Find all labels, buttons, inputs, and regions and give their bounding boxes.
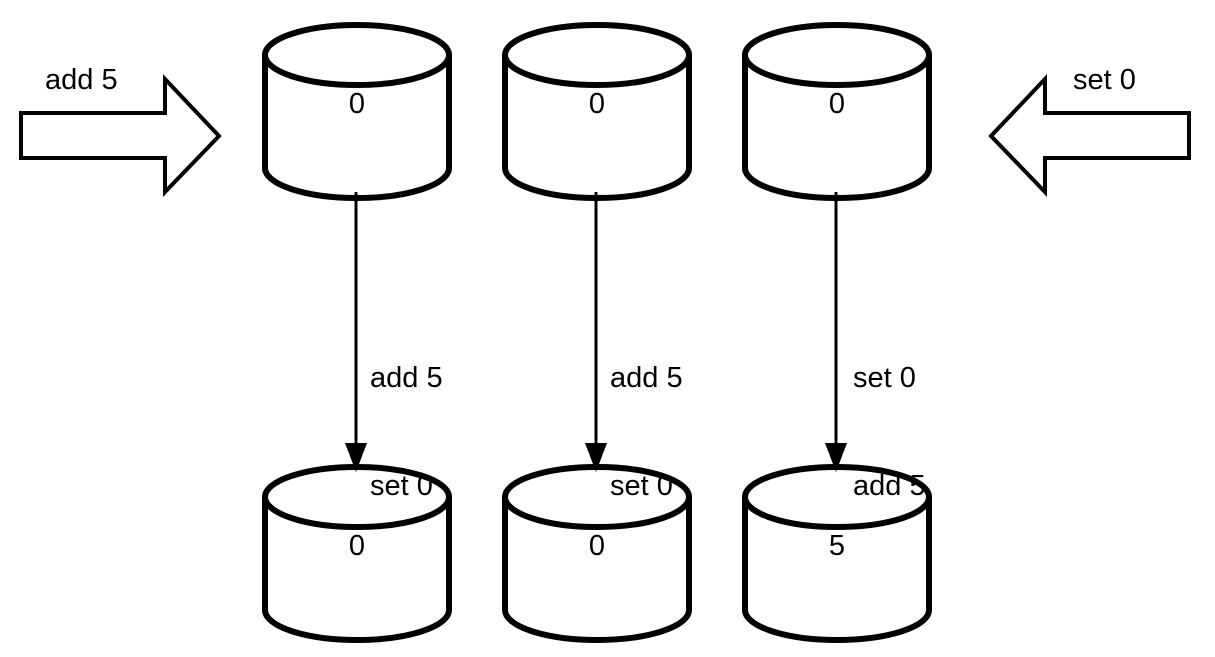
cylinder-value-bottom-3: 5 — [828, 530, 846, 562]
database-cylinder-icon — [502, 464, 692, 643]
block-arrow-right-icon — [19, 73, 222, 197]
edge-op-1-1: add 5 — [370, 362, 443, 394]
arrow-down-icon — [825, 192, 847, 472]
database-cylinder-icon — [262, 464, 452, 643]
edge-op-3-2: add 5 — [853, 470, 926, 502]
edge-op-3-1: set 0 — [853, 362, 916, 394]
database-cylinder-icon — [742, 464, 932, 643]
edge-op-2-1: add 5 — [610, 362, 683, 394]
database-cylinder-icon — [742, 22, 932, 201]
block-arrow-left-icon — [988, 73, 1191, 197]
edge-op-2-2: set 0 — [610, 470, 673, 502]
arrow-down-icon — [345, 192, 367, 472]
edge-label-column-1: add 5 set 0 — [370, 288, 443, 576]
database-cylinder-icon — [262, 22, 452, 201]
edge-op-1-2: set 0 — [370, 470, 433, 502]
arrow-down-icon — [585, 192, 607, 472]
cylinder-value-bottom-2: 0 — [588, 530, 606, 562]
input-label-right: set 0 — [1073, 64, 1136, 96]
edge-label-column-3: set 0 add 5 — [853, 288, 926, 576]
input-label-left: add 5 — [45, 64, 118, 96]
edge-label-column-2: add 5 set 0 — [610, 288, 683, 576]
cylinder-value-top-3: 0 — [828, 88, 846, 120]
database-cylinder-icon — [502, 22, 692, 201]
cylinder-value-bottom-1: 0 — [348, 530, 366, 562]
cylinder-value-top-2: 0 — [588, 88, 606, 120]
cylinder-value-top-1: 0 — [348, 88, 366, 120]
